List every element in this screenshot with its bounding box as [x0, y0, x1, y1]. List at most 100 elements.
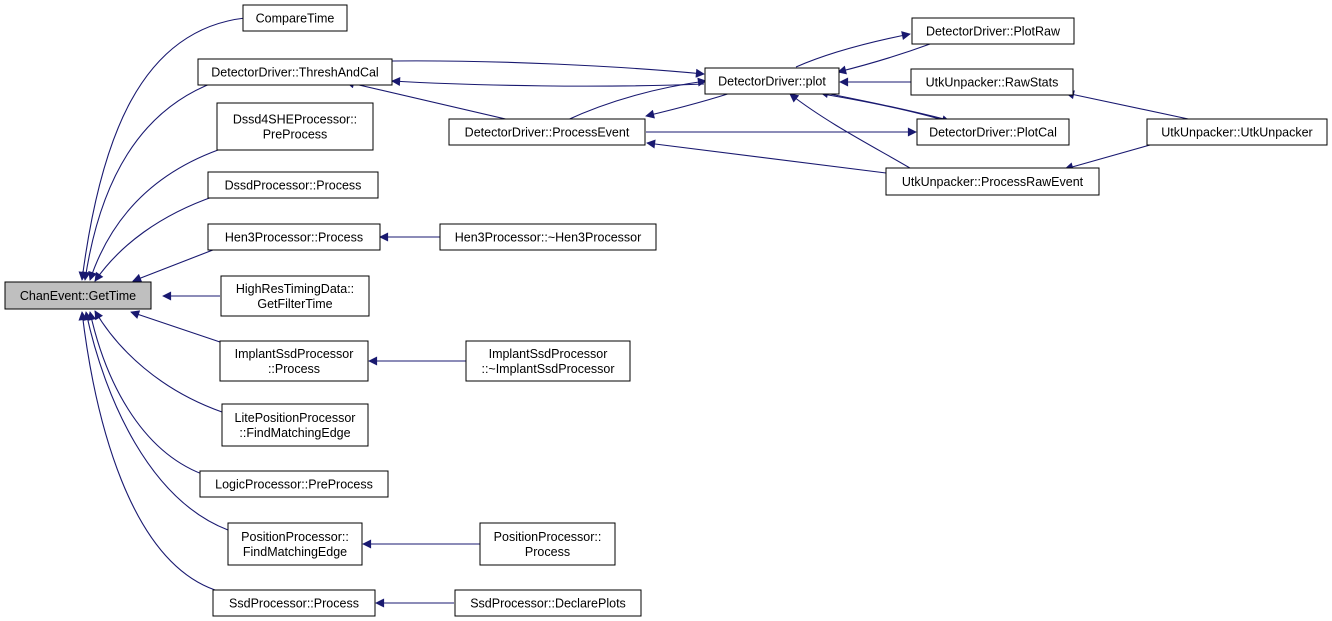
edge-processrawevent-to-processevent: [646, 139, 887, 174]
node-dd-processevent[interactable]: DetectorDriver::ProcessEvent: [448, 118, 646, 146]
node-box: [910, 68, 1074, 96]
edge-logic-to-gettime: [87, 311, 203, 475]
node-label: PreProcess: [263, 128, 328, 142]
node-label: ImplantSsdProcessor: [235, 347, 354, 361]
node-box: [885, 167, 1100, 196]
edge-dssd-to-gettime: [94, 195, 216, 282]
node-label: Process: [525, 545, 570, 559]
edge-plot-to-plotraw: [795, 31, 911, 68]
edge-plotraw-to-plot: [837, 43, 931, 75]
node-comparetime[interactable]: CompareTime: [242, 4, 348, 32]
node-label: DetectorDriver::PlotCal: [929, 126, 1057, 140]
node-label: DetectorDriver::ProcessEvent: [465, 126, 630, 140]
edge-hen3-to-gettime: [132, 247, 219, 283]
node-label: Dssd4SHEProcessor::: [233, 113, 357, 127]
edges: [78, 17, 1194, 608]
edge-threshandcal-to-gettime: [81, 81, 216, 281]
node-chanevent-gettime[interactable]: ChanEvent::GetTime: [4, 281, 152, 310]
node-label: DetectorDriver::plot: [718, 75, 826, 89]
edge-position-to-gettime: [83, 311, 229, 531]
node-box: [242, 4, 348, 32]
edge-threshandcal-to-plot: [391, 60, 705, 78]
node-utk-utkunpacker[interactable]: UtkUnpacker::UtkUnpacker: [1146, 118, 1328, 146]
node-label: PositionProcessor::: [494, 530, 602, 544]
node-logic-preprocess[interactable]: LogicProcessor::PreProcess: [199, 470, 389, 498]
node-position-process[interactable]: PositionProcessor::Process: [479, 522, 616, 566]
node-label: PositionProcessor::: [241, 530, 349, 544]
node-box: [221, 403, 369, 447]
node-label: UtkUnpacker::RawStats: [926, 76, 1059, 90]
edge-ssd-to-gettime: [78, 311, 216, 591]
edge-utkunpacker-to-processrawevent: [1064, 144, 1151, 172]
edge-processevent-to-plot: [564, 77, 707, 122]
node-label: DetectorDriver::PlotRaw: [926, 25, 1061, 39]
node-box: [4, 281, 152, 310]
edge-liteposition-to-gettime: [94, 310, 223, 413]
edge-implantssd-to-gettime: [130, 310, 221, 343]
node-dd-plot[interactable]: DetectorDriver::plot: [704, 67, 840, 95]
node-liteposition-findmatchingedge[interactable]: LitePositionProcessor::FindMatchingEdge: [221, 403, 369, 447]
node-ssd-declareplots[interactable]: SsdProcessor::DeclarePlots: [454, 589, 642, 617]
node-label: ::FindMatchingEdge: [239, 426, 350, 440]
node-label: SsdProcessor::Process: [229, 597, 359, 611]
node-box: [439, 223, 657, 251]
node-utk-rawstats[interactable]: UtkUnpacker::RawStats: [910, 68, 1074, 96]
node-box: [216, 102, 374, 151]
edge-utkunpacker-to-rawstats: [1065, 90, 1194, 121]
node-box: [197, 58, 393, 86]
node-position-findmatchingedge[interactable]: PositionProcessor::FindMatchingEdge: [227, 522, 363, 566]
node-box: [220, 275, 370, 317]
node-box: [207, 223, 381, 251]
node-label: ::~ImplantSsdProcessor: [481, 362, 614, 376]
node-label: HighResTimingData::: [236, 282, 354, 296]
node-box: [227, 522, 363, 566]
node-box: [916, 118, 1070, 146]
node-implantssd-destructor[interactable]: ImplantSsdProcessor::~ImplantSsdProcesso…: [465, 340, 631, 382]
node-label: ImplantSsdProcessor: [489, 347, 608, 361]
node-utk-processrawevent[interactable]: UtkUnpacker::ProcessRawEvent: [885, 167, 1100, 196]
node-dssd-process[interactable]: DssdProcessor::Process: [207, 171, 379, 199]
node-box: [479, 522, 616, 566]
node-box: [454, 589, 642, 617]
node-box: [199, 470, 389, 498]
node-label: Hen3Processor::Process: [225, 231, 363, 245]
node-box: [704, 67, 840, 95]
node-box: [1146, 118, 1328, 146]
node-box: [448, 118, 646, 146]
node-label: CompareTime: [256, 12, 335, 26]
node-ssd-process[interactable]: SsdProcessor::Process: [212, 589, 376, 617]
node-box: [911, 17, 1075, 45]
node-box: [465, 340, 631, 382]
node-label: UtkUnpacker::UtkUnpacker: [1161, 126, 1312, 140]
node-label: LitePositionProcessor: [235, 411, 356, 425]
node-label: LogicProcessor::PreProcess: [215, 478, 373, 492]
edge-processevent-to-threshandcal: [345, 79, 511, 121]
node-box: [219, 340, 369, 382]
node-dssd4she-preprocess[interactable]: Dssd4SHEProcessor::PreProcess: [216, 102, 374, 151]
node-label: GetFilterTime: [257, 297, 332, 311]
node-hen3-process[interactable]: Hen3Processor::Process: [207, 223, 381, 251]
node-dd-threshandcal[interactable]: DetectorDriver::ThreshAndCal: [197, 58, 393, 86]
node-hen3-destructor[interactable]: Hen3Processor::~Hen3Processor: [439, 223, 657, 251]
edge-plot-to-plotcal: [809, 91, 951, 124]
node-highres-getfiltertime[interactable]: HighResTimingData::GetFilterTime: [220, 275, 370, 317]
node-label: DetectorDriver::ThreshAndCal: [211, 66, 378, 80]
node-box: [207, 171, 379, 199]
node-label: ChanEvent::GetTime: [20, 289, 136, 303]
node-label: SsdProcessor::DeclarePlots: [470, 597, 626, 611]
node-label: FindMatchingEdge: [243, 545, 347, 559]
node-label: UtkUnpacker::ProcessRawEvent: [902, 175, 1084, 189]
nodes: ChanEvent::GetTime CompareTimeDetectorDri…: [4, 4, 1328, 617]
node-label: ::Process: [268, 362, 320, 376]
edge-comparetime-to-gettime: [78, 17, 246, 281]
node-dd-plotcal[interactable]: DetectorDriver::PlotCal: [916, 118, 1070, 146]
edge-dssd4she-to-gettime: [88, 149, 219, 281]
edge-processrawevent-to-plot: [789, 93, 916, 172]
node-implantssd-process[interactable]: ImplantSsdProcessor::Process: [219, 340, 369, 382]
node-label: DssdProcessor::Process: [225, 179, 362, 193]
node-dd-plotraw[interactable]: DetectorDriver::PlotRaw: [911, 17, 1075, 45]
node-box: [212, 589, 376, 617]
edge-plot-to-threshandcal: [391, 76, 705, 87]
node-label: Hen3Processor::~Hen3Processor: [455, 231, 642, 245]
